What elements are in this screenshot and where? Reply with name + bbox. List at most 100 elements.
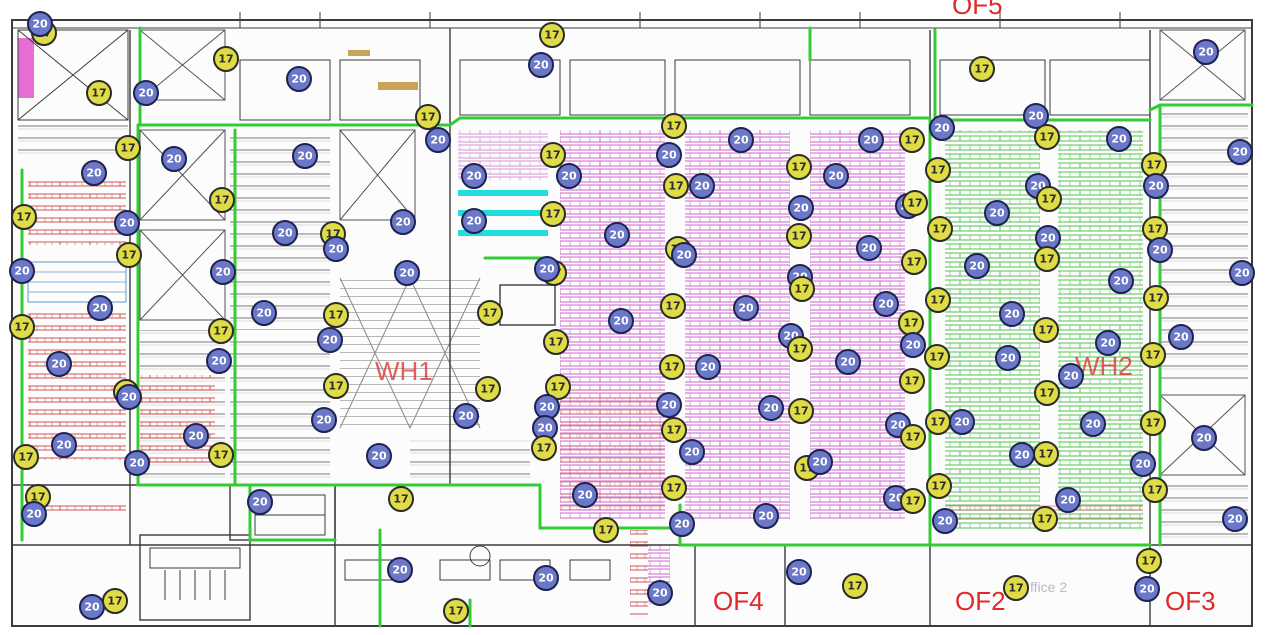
- marker-17[interactable]: 17: [11, 204, 37, 230]
- marker-17[interactable]: 17: [1032, 506, 1058, 532]
- marker-17[interactable]: 17: [475, 376, 501, 402]
- marker-20[interactable]: 20: [114, 210, 140, 236]
- marker-17[interactable]: 17: [789, 276, 815, 302]
- marker-20[interactable]: 20: [1147, 237, 1173, 263]
- marker-17[interactable]: 17: [1136, 548, 1162, 574]
- marker-17[interactable]: 17: [661, 475, 687, 501]
- marker-20[interactable]: 20: [900, 332, 926, 358]
- marker-17[interactable]: 17: [1034, 380, 1060, 406]
- marker-20[interactable]: 20: [532, 415, 558, 441]
- marker-20[interactable]: 20: [46, 351, 72, 377]
- marker-20[interactable]: 20: [856, 235, 882, 261]
- marker-20[interactable]: 20: [272, 220, 298, 246]
- marker-17[interactable]: 17: [323, 302, 349, 328]
- marker-20[interactable]: 20: [161, 146, 187, 172]
- marker-20[interactable]: 20: [461, 208, 487, 234]
- marker-20[interactable]: 20: [728, 127, 754, 153]
- marker-17[interactable]: 17: [13, 444, 39, 470]
- marker-20[interactable]: 20: [1193, 39, 1219, 65]
- marker-20[interactable]: 20: [27, 11, 53, 37]
- marker-20[interactable]: 20: [995, 345, 1021, 371]
- marker-17[interactable]: 17: [788, 398, 814, 424]
- marker-20[interactable]: 20: [79, 594, 105, 620]
- marker-17[interactable]: 17: [899, 368, 925, 394]
- marker-20[interactable]: 20: [823, 163, 849, 189]
- marker-20[interactable]: 20: [533, 565, 559, 591]
- marker-17[interactable]: 17: [663, 173, 689, 199]
- marker-17[interactable]: 17: [786, 223, 812, 249]
- marker-17[interactable]: 17: [545, 374, 571, 400]
- marker-17[interactable]: 17: [926, 473, 952, 499]
- marker-17[interactable]: 17: [900, 424, 926, 450]
- marker-20[interactable]: 20: [733, 295, 759, 321]
- marker-17[interactable]: 17: [925, 157, 951, 183]
- marker-17[interactable]: 17: [540, 142, 566, 168]
- marker-17[interactable]: 17: [1003, 575, 1029, 601]
- marker-17[interactable]: 17: [1034, 246, 1060, 272]
- marker-20[interactable]: 20: [679, 439, 705, 465]
- marker-17[interactable]: 17: [661, 417, 687, 443]
- marker-20[interactable]: 20: [206, 348, 232, 374]
- marker-17[interactable]: 17: [927, 216, 953, 242]
- marker-17[interactable]: 17: [1140, 342, 1166, 368]
- marker-17[interactable]: 17: [842, 573, 868, 599]
- marker-20[interactable]: 20: [689, 173, 715, 199]
- marker-20[interactable]: 20: [323, 236, 349, 262]
- marker-20[interactable]: 20: [133, 80, 159, 106]
- marker-20[interactable]: 20: [1134, 576, 1160, 602]
- marker-17[interactable]: 17: [116, 242, 142, 268]
- marker-20[interactable]: 20: [1095, 330, 1121, 356]
- marker-20[interactable]: 20: [873, 291, 899, 317]
- marker-20[interactable]: 20: [387, 557, 413, 583]
- marker-20[interactable]: 20: [1058, 363, 1084, 389]
- marker-17[interactable]: 17: [531, 435, 557, 461]
- marker-20[interactable]: 20: [21, 501, 47, 527]
- marker-17[interactable]: 17: [924, 344, 950, 370]
- marker-20[interactable]: 20: [929, 115, 955, 141]
- marker-20[interactable]: 20: [1080, 411, 1106, 437]
- marker-20[interactable]: 20: [1143, 173, 1169, 199]
- marker-20[interactable]: 20: [1191, 425, 1217, 451]
- marker-20[interactable]: 20: [81, 160, 107, 186]
- marker-20[interactable]: 20: [572, 482, 598, 508]
- marker-17[interactable]: 17: [1142, 477, 1168, 503]
- marker-20[interactable]: 20: [366, 443, 392, 469]
- marker-20[interactable]: 20: [1023, 103, 1049, 129]
- marker-17[interactable]: 17: [477, 300, 503, 326]
- marker-17[interactable]: 17: [1034, 124, 1060, 150]
- marker-17[interactable]: 17: [213, 46, 239, 72]
- marker-20[interactable]: 20: [1106, 126, 1132, 152]
- marker-20[interactable]: 20: [964, 253, 990, 279]
- marker-17[interactable]: 17: [1143, 285, 1169, 311]
- marker-20[interactable]: 20: [51, 432, 77, 458]
- marker-17[interactable]: 17: [209, 187, 235, 213]
- marker-17[interactable]: 17: [208, 318, 234, 344]
- marker-17[interactable]: 17: [901, 249, 927, 275]
- marker-17[interactable]: 17: [415, 104, 441, 130]
- marker-17[interactable]: 17: [925, 409, 951, 435]
- marker-17[interactable]: 17: [925, 287, 951, 313]
- marker-17[interactable]: 17: [969, 56, 995, 82]
- marker-20[interactable]: 20: [1009, 442, 1035, 468]
- marker-20[interactable]: 20: [656, 142, 682, 168]
- marker-20[interactable]: 20: [311, 407, 337, 433]
- marker-20[interactable]: 20: [1108, 268, 1134, 294]
- marker-20[interactable]: 20: [835, 349, 861, 375]
- marker-20[interactable]: 20: [556, 163, 582, 189]
- marker-17[interactable]: 17: [1142, 216, 1168, 242]
- marker-20[interactable]: 20: [251, 300, 277, 326]
- marker-17[interactable]: 17: [902, 190, 928, 216]
- marker-17[interactable]: 17: [1033, 317, 1059, 343]
- marker-20[interactable]: 20: [286, 66, 312, 92]
- marker-17[interactable]: 17: [323, 373, 349, 399]
- marker-17[interactable]: 17: [543, 329, 569, 355]
- marker-17[interactable]: 17: [443, 598, 469, 624]
- marker-20[interactable]: 20: [210, 259, 236, 285]
- marker-20[interactable]: 20: [425, 127, 451, 153]
- marker-20[interactable]: 20: [317, 327, 343, 353]
- marker-20[interactable]: 20: [87, 295, 113, 321]
- marker-17[interactable]: 17: [102, 588, 128, 614]
- marker-20[interactable]: 20: [788, 195, 814, 221]
- marker-20[interactable]: 20: [671, 242, 697, 268]
